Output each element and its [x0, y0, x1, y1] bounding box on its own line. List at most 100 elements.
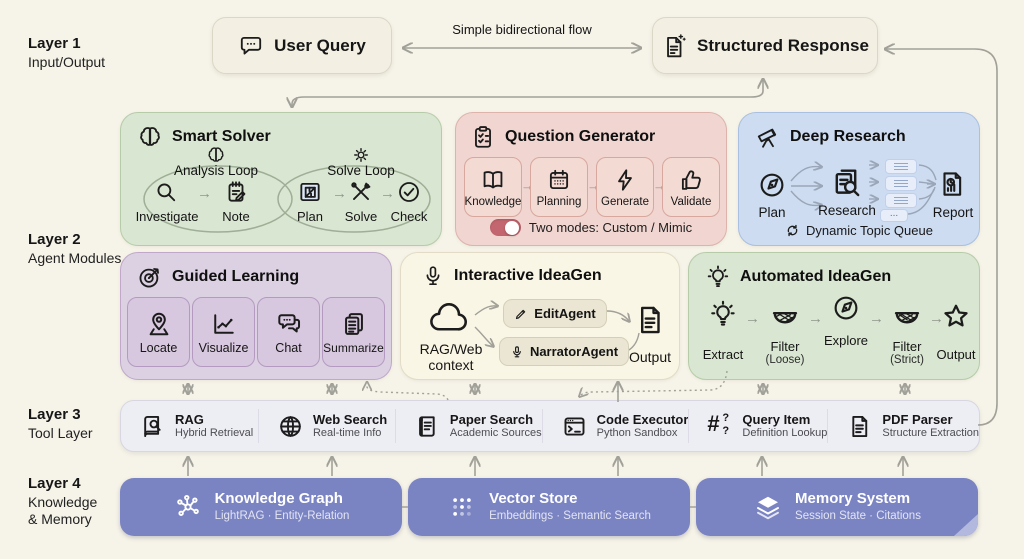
modes-toggle[interactable] — [489, 219, 521, 236]
topic-queue-item — [885, 176, 917, 191]
tool-rag-subtitle: Hybrid Retrieval — [175, 427, 254, 440]
tool-paper-search-title: Paper Search — [449, 411, 534, 427]
generate-step: Generate — [596, 157, 654, 217]
modes-row: Two modes: Custom / Mimic — [456, 219, 726, 236]
locate-label: Locate — [139, 340, 178, 355]
context-label-line1: RAG/Web — [419, 341, 483, 357]
doc-sparkle-icon — [661, 33, 687, 59]
layer1-title: Layer 1 — [28, 35, 81, 52]
arrow-right-icon: → — [745, 310, 760, 327]
vector-store-subtitle: Embeddings · Semantic Search — [489, 510, 651, 523]
output-label: Output — [936, 347, 976, 362]
extract-label: Extract — [702, 347, 744, 362]
line-chart-icon — [210, 310, 238, 338]
scroll-icon — [414, 413, 441, 440]
tool-query-item-subtitle: Definition Lookup — [742, 427, 828, 440]
chat-label: Chat — [275, 340, 302, 355]
doc-lines-icon — [633, 303, 667, 337]
deep-research-title: Deep Research — [790, 128, 906, 145]
interactive-ideagen-header: Interactive IdeaGen — [421, 264, 602, 288]
note-label: Note — [222, 209, 250, 224]
solve-loop-label: Solve Loop — [327, 163, 395, 178]
pencil-icon — [514, 307, 528, 321]
calendar-icon — [546, 167, 572, 193]
arrow-right-icon: → — [332, 185, 347, 202]
document-icon — [846, 413, 873, 440]
analysis-loop-label: Analysis Loop — [173, 163, 259, 178]
tool-rag-title: RAG — [175, 411, 204, 427]
tool-paper-search-subtitle: Academic Sources — [449, 427, 542, 440]
arrow-right-icon: → — [808, 310, 823, 327]
tool-code-executor: Code Executor Python Sandbox — [541, 409, 688, 443]
clipboard-check-icon — [470, 124, 496, 150]
guided-learning-header: Guided Learning — [137, 264, 299, 290]
hash-question-icon: # ? ? — [707, 411, 730, 437]
report-doc-icon — [937, 169, 967, 199]
tool-pdf-parser-subtitle: Structure Extraction — [882, 427, 979, 440]
report-label: Report — [932, 205, 974, 220]
star-icon — [940, 301, 972, 333]
guided-learning-title: Guided Learning — [172, 268, 300, 285]
research-label: Research — [818, 203, 876, 218]
locate-step: Locate — [127, 297, 190, 367]
tools-icon — [348, 179, 374, 205]
guided-learning-module: Guided Learning Locate Visualize Chat Su… — [120, 252, 392, 380]
telescope-icon — [755, 124, 781, 150]
layer4-subtitle-line2: & Memory — [28, 511, 92, 528]
filter-loose-label: Filter — [770, 339, 800, 354]
check-circle-icon — [396, 179, 422, 205]
investigate-label: Investigate — [135, 209, 199, 224]
tool-web-search-title: Web Search — [312, 411, 388, 427]
planning-label: Planning — [536, 195, 582, 208]
chat-bubble-icon — [238, 33, 264, 59]
lightbulb-icon — [708, 299, 738, 329]
check-label: Check — [390, 209, 428, 224]
user-query-box: User Query — [212, 17, 392, 74]
layer4-title: Layer 4 — [28, 475, 81, 492]
layer3-label: Layer 3 Tool Layer — [28, 406, 93, 442]
automated-ideagen-module: Automated IdeaGen Extract → Filter (Loos… — [688, 252, 980, 380]
docs-icon — [340, 310, 368, 338]
plan-label: Plan — [758, 205, 786, 220]
user-query-label: User Query — [274, 35, 366, 55]
lightning-icon — [612, 167, 638, 193]
validate-step: Validate — [662, 157, 720, 217]
globe-icon — [277, 413, 304, 440]
tool-query-item: # ? ? Query Item Definition Lookup — [688, 409, 827, 443]
graph-network-icon — [173, 492, 203, 522]
knowledge-step: Knowledge — [464, 157, 522, 217]
interactive-ideagen-module: Interactive IdeaGen RAG/Web context Edit… — [400, 252, 680, 380]
microphone-icon — [421, 264, 445, 288]
layer2-label: Layer 2 Agent Modules — [28, 231, 121, 267]
generate-label: Generate — [601, 195, 649, 208]
visualize-step: Visualize — [192, 297, 255, 367]
docs-search-icon — [829, 165, 863, 199]
summarize-step: Summarize — [322, 297, 385, 367]
smart-solver-header: Smart Solver — [137, 124, 271, 150]
deep-research-module: Deep Research Plan Research ... Report D… — [738, 112, 980, 246]
layers-icon — [753, 492, 783, 522]
topic-queue-ellipsis: ... — [880, 209, 908, 222]
interactive-ideagen-title: Interactive IdeaGen — [454, 267, 602, 284]
refresh-icon — [785, 223, 800, 238]
brain-icon — [137, 124, 163, 150]
layer1-label: Layer 1 Input/Output — [28, 35, 105, 71]
vector-store-box: Vector Store Embeddings · Semantic Searc… — [408, 478, 690, 536]
topic-queue-item — [885, 193, 917, 208]
layer4-label: Layer 4 Knowledge & Memory — [28, 475, 97, 529]
tool-code-executor-subtitle: Python Sandbox — [596, 427, 678, 440]
tool-pdf-parser-title: PDF Parser — [882, 411, 953, 427]
knowledge-graph-box: Knowledge Graph LightRAG · Entity-Relati… — [120, 478, 402, 536]
visualize-label: Visualize — [198, 340, 249, 355]
dynamic-queue-label: Dynamic Topic Queue — [806, 223, 933, 238]
thumbs-up-icon — [678, 167, 704, 193]
tool-web-search-subtitle: Real-time Info — [312, 427, 382, 440]
explore-label: Explore — [823, 333, 869, 348]
book-search-icon — [139, 413, 166, 440]
structured-response-box: Structured Response — [652, 17, 878, 74]
folded-corner — [954, 514, 978, 536]
gear-icon — [351, 145, 371, 165]
target-icon — [137, 264, 163, 290]
solve-label: Solve — [344, 209, 378, 224]
